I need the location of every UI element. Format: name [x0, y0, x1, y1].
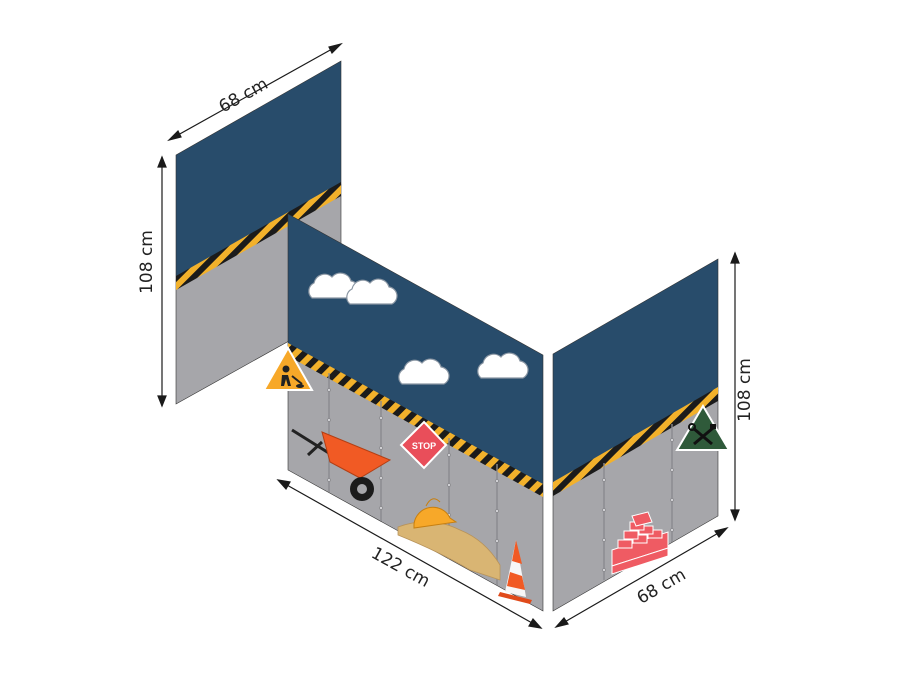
front-panel-width-label: 122 cm	[368, 543, 433, 591]
right-panel	[552, 258, 719, 612]
dimension-lines	[157, 42, 740, 629]
traffic-cone-icon	[498, 540, 532, 604]
bricks-icon	[611, 511, 669, 575]
front-panel-hazard-stripe	[288, 343, 543, 497]
right-panel-height-label: 108 cm	[735, 358, 755, 422]
right-panel-width-label: 68 cm	[634, 565, 690, 609]
stop-sign-label: STOP	[412, 441, 436, 451]
stop-sign-icon: STOP	[399, 420, 448, 470]
wheelbarrow-icon	[291, 428, 392, 501]
right-panel-rivets	[602, 438, 674, 572]
right-panel-hazard-stripe	[553, 387, 718, 496]
worker-sign-icon	[262, 345, 314, 391]
right-panel-seams	[603, 424, 673, 580]
tools-sign-icon	[675, 404, 731, 451]
front-panel: STOP	[287, 213, 544, 612]
hard-hat-icon	[397, 498, 501, 581]
left-panel-hazard-stripe	[176, 182, 341, 290]
left-panel-height-label: 108 cm	[137, 230, 157, 294]
